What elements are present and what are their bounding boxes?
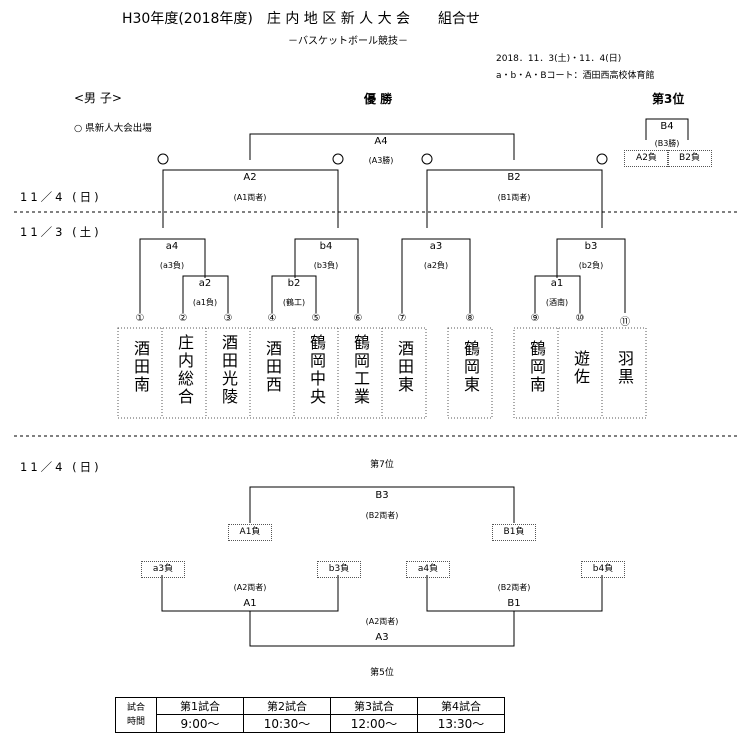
match-a3-note: (a2負): [423, 261, 449, 270]
match-a1-note: (酒南): [545, 298, 569, 307]
game-label: 第2試合: [243, 697, 331, 715]
match-b2: b2: [287, 278, 301, 289]
team-name: 庄内総合: [175, 334, 194, 406]
team-name: 酒田光陵: [219, 334, 238, 406]
team-number: ②: [178, 313, 188, 324]
match-A4-note: (A3勝): [368, 156, 394, 165]
slot-b3-loser: b3負: [317, 561, 361, 578]
day-label-3: 11／4 (日): [20, 460, 102, 474]
schedule-row-label: 試合 時間: [115, 697, 157, 733]
champion-label: 優 勝: [364, 92, 393, 106]
match-B4-note: (B3勝): [654, 139, 680, 148]
team-number: ⑧: [465, 313, 475, 324]
slot-A1-loser: A1負: [228, 524, 272, 541]
match-A1: A1: [243, 598, 257, 609]
match-b2-note: (鶴工): [282, 298, 306, 307]
event-venue: a・b・A・Bコート：酒田西高校体育館: [496, 71, 655, 81]
third-place-slot-a: A2負: [624, 150, 669, 167]
team-name: 酒田西: [263, 340, 282, 394]
third-place-label: 第3位: [652, 92, 685, 106]
third-place-slot-b: B2負: [667, 150, 712, 167]
team-name: 遊佐: [571, 350, 590, 386]
match-B1: B1: [507, 598, 521, 609]
team-name: 酒田南: [131, 340, 150, 394]
match-B2: B2: [507, 172, 521, 183]
team-number: ①: [135, 313, 145, 324]
team-name: 鶴岡東: [461, 340, 480, 394]
page-subtitle: －バスケットボール競技－: [288, 36, 408, 47]
match-A1-note: (A2両者): [233, 583, 267, 592]
team-number: ⑪: [620, 317, 630, 328]
slot-a4-loser: a4負: [406, 561, 450, 578]
match-B1-note: (B2両者): [497, 583, 531, 592]
section-label: <男 子>: [74, 91, 122, 105]
seventh-place-label: 第7位: [370, 460, 394, 470]
day-label-1: 11／4 (日): [20, 190, 102, 204]
game-time: 10:30〜: [243, 714, 331, 733]
team-number: ⑦: [397, 313, 407, 324]
match-a1: a1: [550, 278, 564, 289]
match-b4: b4: [319, 241, 333, 252]
match-B4: B4: [660, 121, 674, 132]
day-label-2: 11／3 (土): [20, 225, 102, 239]
game-label: 第3試合: [330, 697, 418, 715]
slot-a3-loser: a3負: [141, 561, 185, 578]
slot-B1-loser: B1負: [492, 524, 536, 541]
game-label: 第1試合: [156, 697, 244, 715]
match-A4: A4: [374, 136, 388, 147]
legend-note: ○ 県新人大会出場: [74, 123, 152, 134]
team-name: 羽黒: [615, 350, 634, 386]
slot-b4-loser: b4負: [581, 561, 625, 578]
team-name: 鶴岡中央: [307, 334, 326, 406]
match-B3-note: (B2両者): [365, 511, 399, 520]
schedule-table: 試合 時間 第1試合 第2試合 第3試合 第4試合 9:00〜 10:30〜 1…: [115, 697, 505, 733]
match-a4-note: (a3負): [159, 261, 185, 270]
team-number: ⑩: [575, 313, 585, 324]
page-title: H30年度(2018年度) 庄 内 地 区 新 人 大 会 組合せ: [122, 11, 481, 27]
match-b3: b3: [584, 241, 598, 252]
team-name: 酒田東: [395, 340, 414, 394]
match-A2-note: (A1両者): [233, 193, 267, 202]
match-A3-note: (A2両者): [365, 617, 399, 626]
team-number: ⑥: [353, 313, 363, 324]
fifth-place-label: 第5位: [370, 668, 394, 678]
team-number: ⑨: [530, 313, 540, 324]
match-A3: A3: [375, 632, 389, 643]
team-name: 鶴岡南: [527, 340, 546, 394]
game-time: 9:00〜: [156, 714, 244, 733]
game-time: 13:30〜: [417, 714, 505, 733]
match-a2-note: (a1負): [192, 298, 218, 307]
game-label: 第4試合: [417, 697, 505, 715]
match-b4-note: (b3負): [313, 261, 339, 270]
match-b3-note: (b2負): [578, 261, 604, 270]
event-date: 2018．11．3(土)・11．4(日): [496, 54, 622, 64]
game-time: 12:00〜: [330, 714, 418, 733]
team-name: 鶴岡工業: [351, 334, 370, 406]
match-a2: a2: [198, 278, 212, 289]
match-A2: A2: [243, 172, 257, 183]
match-B2-note: (B1両者): [497, 193, 531, 202]
team-number: ③: [223, 313, 233, 324]
match-a4: a4: [165, 241, 179, 252]
match-B3: B3: [375, 490, 389, 501]
team-number: ⑤: [311, 313, 321, 324]
team-number: ④: [267, 313, 277, 324]
match-a3: a3: [429, 241, 443, 252]
